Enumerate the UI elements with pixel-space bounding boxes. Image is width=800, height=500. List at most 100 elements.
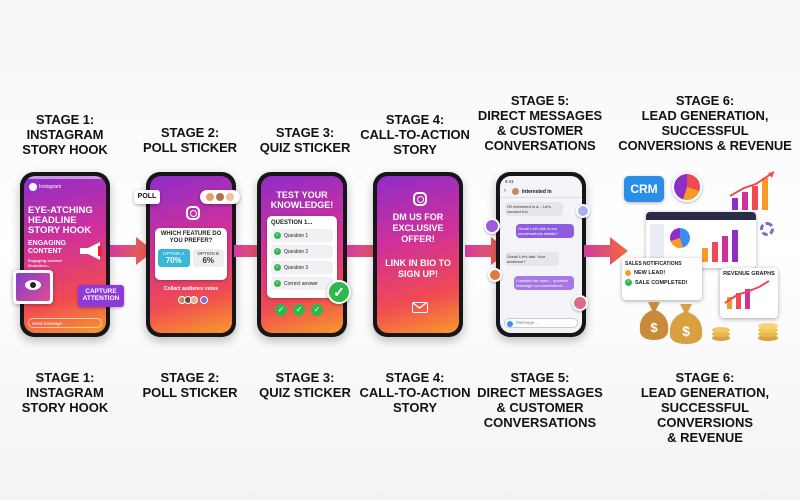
top-stage-6-title-line: SUCCESSFUL — [661, 123, 749, 138]
coins-icon — [710, 320, 732, 342]
chat-bubble: I needed our more... question message ou… — [514, 276, 574, 290]
offer-text: DM US FOR EXCLUSIVE OFFER! — [392, 212, 444, 244]
story-user: Instagram — [39, 184, 62, 190]
svg-text:$: $ — [650, 320, 658, 335]
quiz-checks: ✓ ✓ ✓ — [275, 304, 323, 316]
sale-completed: SALE COMPLETED! — [635, 279, 688, 286]
top-stage-2-title: STAGE 2:POLL STICKER — [130, 125, 250, 155]
capture-attention-badge: CAPTURE ATTENTION — [78, 285, 124, 307]
stage5-screen: 9:41 ‹ Interested in Hi! Interested in a… — [500, 176, 582, 333]
bottom-stage-2-title-line: STAGE 2: — [160, 370, 220, 385]
dm-input[interactable]: Message... — [516, 320, 539, 325]
arrow-1-icon — [110, 237, 154, 265]
money-bag-icon: $ — [636, 300, 672, 340]
mail-icon — [412, 302, 428, 313]
bottom-stage-6-title-line: & REVENUE — [667, 430, 743, 445]
video-card — [13, 270, 53, 304]
bottom-stage-4-title-line: STORY — [392, 400, 438, 415]
top-stage-2-title-line: STAGE 2: — [160, 125, 220, 140]
quiz-answer[interactable]: ✓Correct answer — [271, 277, 333, 290]
bottom-stage-5-title-line: DIRECT MESSAGES — [477, 385, 603, 400]
bottom-stage-1-title-line: STAGE 1: — [35, 370, 95, 385]
floating-avatar — [572, 295, 588, 311]
lead-dot-icon — [625, 270, 631, 276]
bottom-stage-1-title-line: STORY HOOK — [21, 400, 109, 415]
floating-avatar — [488, 268, 502, 282]
megaphone-icon — [78, 240, 104, 262]
instagram-icon — [413, 192, 427, 206]
chat-bubble: Hi! Interested in a... Let's connect too — [505, 202, 563, 216]
chat-avatar — [512, 188, 519, 195]
top-stage-6-title-line: CONVERSIONS & REVENUE — [618, 138, 792, 153]
top-stage-3-title-line: QUIZ STICKER — [259, 140, 351, 155]
bottom-stage-3-title-line: QUIZ STICKER — [259, 385, 351, 400]
check-icon: ✓ — [274, 264, 281, 271]
check-icon: ✓ — [274, 280, 281, 287]
collect-votes: Collect audience votes — [163, 286, 219, 292]
poll-tag: POLL — [134, 190, 160, 204]
svg-text:$: $ — [682, 323, 690, 339]
bottom-stage-3-title-line: STAGE 3: — [275, 370, 335, 385]
quiz-headline: TEST YOUR KNOWLEDGE! — [270, 190, 334, 210]
quiz-answer[interactable]: ✓Question 1 — [271, 229, 333, 242]
new-lead: NEW LEAD! — [634, 270, 666, 276]
stage4-phone: DM US FOR EXCLUSIVE OFFER! LINK IN BIO T… — [373, 172, 463, 337]
poll-card: WHICH FEATURE DO YOU PREFER? OPTION A 70… — [155, 228, 227, 280]
camera-icon[interactable] — [507, 320, 513, 327]
bottom-stage-5-title-line: STAGE 5: — [510, 370, 570, 385]
bottom-stage-6-title-line: SUCCESSFUL — [660, 400, 750, 415]
status-time: 9:41 — [505, 179, 514, 184]
instagram-icon — [186, 206, 200, 220]
poll-question: WHICH FEATURE DO YOU PREFER? — [160, 231, 222, 244]
quiz-answer[interactable]: ✓Question 3 — [271, 261, 333, 274]
stage1-phone: Instagram EYE-ATCHING HEADLINE STORY HOO… — [20, 172, 110, 337]
big-check-icon: ✓ — [327, 280, 351, 304]
quiz-answer-label: Correct answer — [284, 280, 318, 287]
bottom-stage-5-title-line: & CUSTOMER — [496, 400, 584, 415]
back-icon[interactable]: ‹ — [504, 188, 506, 194]
top-stage-5-title-line: STAGE 5: — [510, 93, 570, 108]
bottom-stage-4-title-line: STAGE 4: — [385, 370, 445, 385]
quiz-answer-label: Question 1 — [284, 232, 309, 239]
stage5-phone: 9:41 ‹ Interested in Hi! Interested in a… — [496, 172, 586, 337]
top-bar-chart-icon — [728, 170, 778, 210]
top-stage-1-title-line: STAGE 1: — [35, 112, 95, 127]
stage2-phone: WHICH FEATURE DO YOU PREFER? OPTION A 70… — [146, 172, 236, 337]
stage3-screen: TEST YOUR KNOWLEDGE! QUESTION 1... ✓Ques… — [261, 176, 343, 333]
top-stage-3-title: STAGE 3:QUIZ STICKER — [250, 125, 360, 155]
quiz-answer-label: Question 3 — [284, 264, 309, 271]
bottom-stage-3-title: STAGE 3:QUIZ STICKER — [250, 370, 360, 400]
coins-icon — [756, 316, 780, 342]
check-icon: ✓ — [625, 279, 632, 286]
gear-icon — [760, 222, 774, 236]
floating-avatar — [484, 218, 500, 234]
check-icon: ✓ — [274, 232, 281, 239]
quiz-answer[interactable]: ✓Question 2 — [271, 245, 333, 258]
engaging-content: ENGAGING CONTENT — [28, 240, 67, 255]
stage4-screen: DM US FOR EXCLUSIVE OFFER! LINK IN BIO T… — [377, 176, 459, 333]
top-stage-5-title-line: & CUSTOMER — [496, 123, 584, 138]
engaging-sub: Engaging content illustrates... — [28, 258, 62, 268]
poll-option-b[interactable]: OPTION B 6% — [192, 249, 224, 267]
dashboard-pie-icon — [670, 228, 690, 248]
quiz-answer-label: Question 2 — [284, 248, 309, 255]
money-bag-icon: $ — [666, 302, 706, 344]
sales-notifications-card: SALES NOTIFICATIONS NEW LEAD! ✓ SALE COM… — [622, 258, 702, 300]
poll-option-a[interactable]: OPTION A 70% — [158, 249, 190, 267]
floating-avatar — [576, 204, 590, 218]
stage2-screen: WHICH FEATURE DO YOU PREFER? OPTION A 70… — [150, 176, 232, 333]
crm-badge: CRM — [624, 176, 664, 202]
message-input[interactable]: Send message — [32, 321, 63, 326]
quiz-card-title: QUESTION 1... — [271, 220, 313, 226]
bottom-stage-2-title-line: POLL STICKER — [142, 385, 238, 400]
top-stage-3-title-line: STAGE 3: — [275, 125, 335, 140]
gauge-icon — [672, 172, 702, 202]
revenue-line-icon — [724, 280, 770, 309]
link-in-bio[interactable]: LINK IN BIO TO SIGN UP! — [385, 258, 451, 279]
top-stage-4-title-line: STAGE 4: — [385, 112, 445, 127]
